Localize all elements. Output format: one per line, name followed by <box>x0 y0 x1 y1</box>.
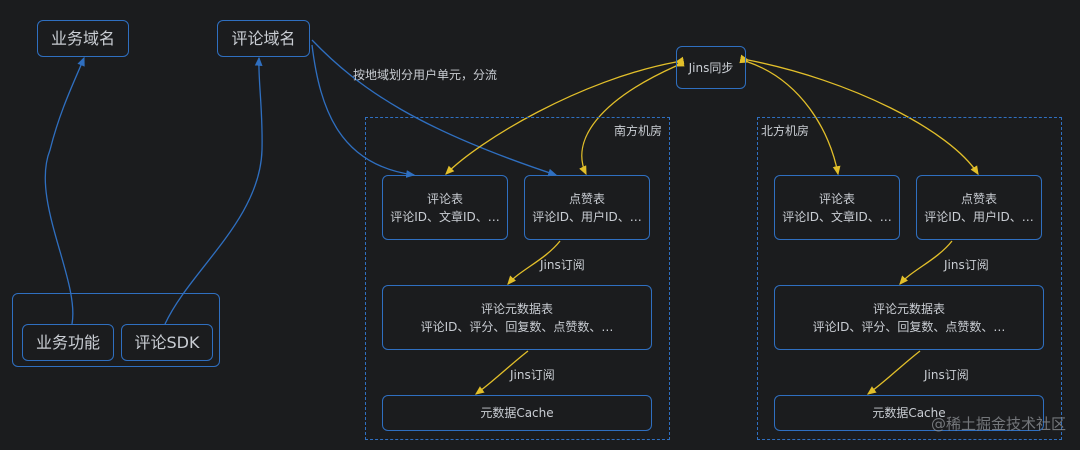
north-meta-cache: 元数据Cache <box>774 395 1044 431</box>
subscribe-label: Jins订阅 <box>510 368 555 382</box>
edge-domain-to-south-comment <box>311 44 416 178</box>
subscribe-label: Jins订阅 <box>540 258 585 272</box>
client-app-group <box>12 293 220 367</box>
table-fields: 评论ID、评分、回复数、点赞数、… <box>812 319 1006 334</box>
south-like-table: 点赞表评论ID、用户ID、… <box>524 175 650 240</box>
south-meta-cache: 元数据Cache <box>382 395 652 431</box>
biz-domain-node: 业务域名 <box>37 20 129 57</box>
south-zone-label: 南方机房 <box>614 124 663 138</box>
jins-sync-node: Jins同步 <box>676 46 746 89</box>
south-comment-table: 评论表评论ID、文章ID、… <box>382 175 508 240</box>
edge-feature-to-biz-domain <box>44 56 85 325</box>
route-edge-label: 按地域划分用户单元，分流 <box>353 68 498 82</box>
north-comment-table: 评论表评论ID、文章ID、… <box>774 175 900 240</box>
edge-sdk-to-comment-domain <box>164 56 263 325</box>
edge-north-meta-to-cache <box>866 350 921 395</box>
comment-domain-label: 评论域名 <box>231 28 296 48</box>
table-fields: 评论ID、用户ID、… <box>924 209 1034 224</box>
table-title: 点赞表 <box>960 191 997 206</box>
table-title: 评论元数据表 <box>872 301 945 316</box>
comment-domain-node: 评论域名 <box>217 20 310 57</box>
comment-sdk-node: 评论SDK <box>121 324 213 361</box>
edge-north-like-to-meta <box>899 240 953 285</box>
table-title: 评论表 <box>426 191 463 206</box>
biz-domain-label: 业务域名 <box>50 28 115 48</box>
edge-south-like-to-meta <box>507 240 561 285</box>
north-meta-table: 评论元数据表评论ID、评分、回复数、点赞数、… <box>774 285 1044 350</box>
table-fields: 评论ID、文章ID、… <box>782 209 892 224</box>
edge-south-meta-to-cache <box>474 350 529 395</box>
biz-feature-label: 业务功能 <box>35 332 100 352</box>
north-zone-label: 北方机房 <box>761 124 810 138</box>
south-datacenter-zone <box>365 117 670 440</box>
north-datacenter-zone <box>757 117 1062 440</box>
table-fields: 评论ID、文章ID、… <box>390 209 500 224</box>
north-like-table: 点赞表评论ID、用户ID、… <box>916 175 1042 240</box>
watermark: @稀土掘金技术社区 <box>930 415 1066 433</box>
table-title: 评论元数据表 <box>480 301 553 316</box>
table-title: 点赞表 <box>568 191 605 206</box>
jins-sync-label: Jins同步 <box>688 60 734 75</box>
subscribe-label: Jins订阅 <box>944 258 989 272</box>
south-meta-table: 评论元数据表评论ID、评分、回复数、点赞数、… <box>382 285 652 350</box>
table-fields: 评论ID、用户ID、… <box>532 209 642 224</box>
edge-jins-to-north-like <box>739 54 979 176</box>
table-title: 评论表 <box>818 191 855 206</box>
cache-label: 元数据Cache <box>872 406 946 420</box>
comment-sdk-label: 评论SDK <box>134 332 200 352</box>
edge-jins-to-south-like <box>579 59 685 176</box>
biz-feature-node: 业务功能 <box>22 324 114 361</box>
subscribe-label: Jins订阅 <box>924 368 969 382</box>
cache-label: 元数据Cache <box>480 406 554 420</box>
table-fields: 评论ID、评分、回复数、点赞数、… <box>420 319 614 334</box>
